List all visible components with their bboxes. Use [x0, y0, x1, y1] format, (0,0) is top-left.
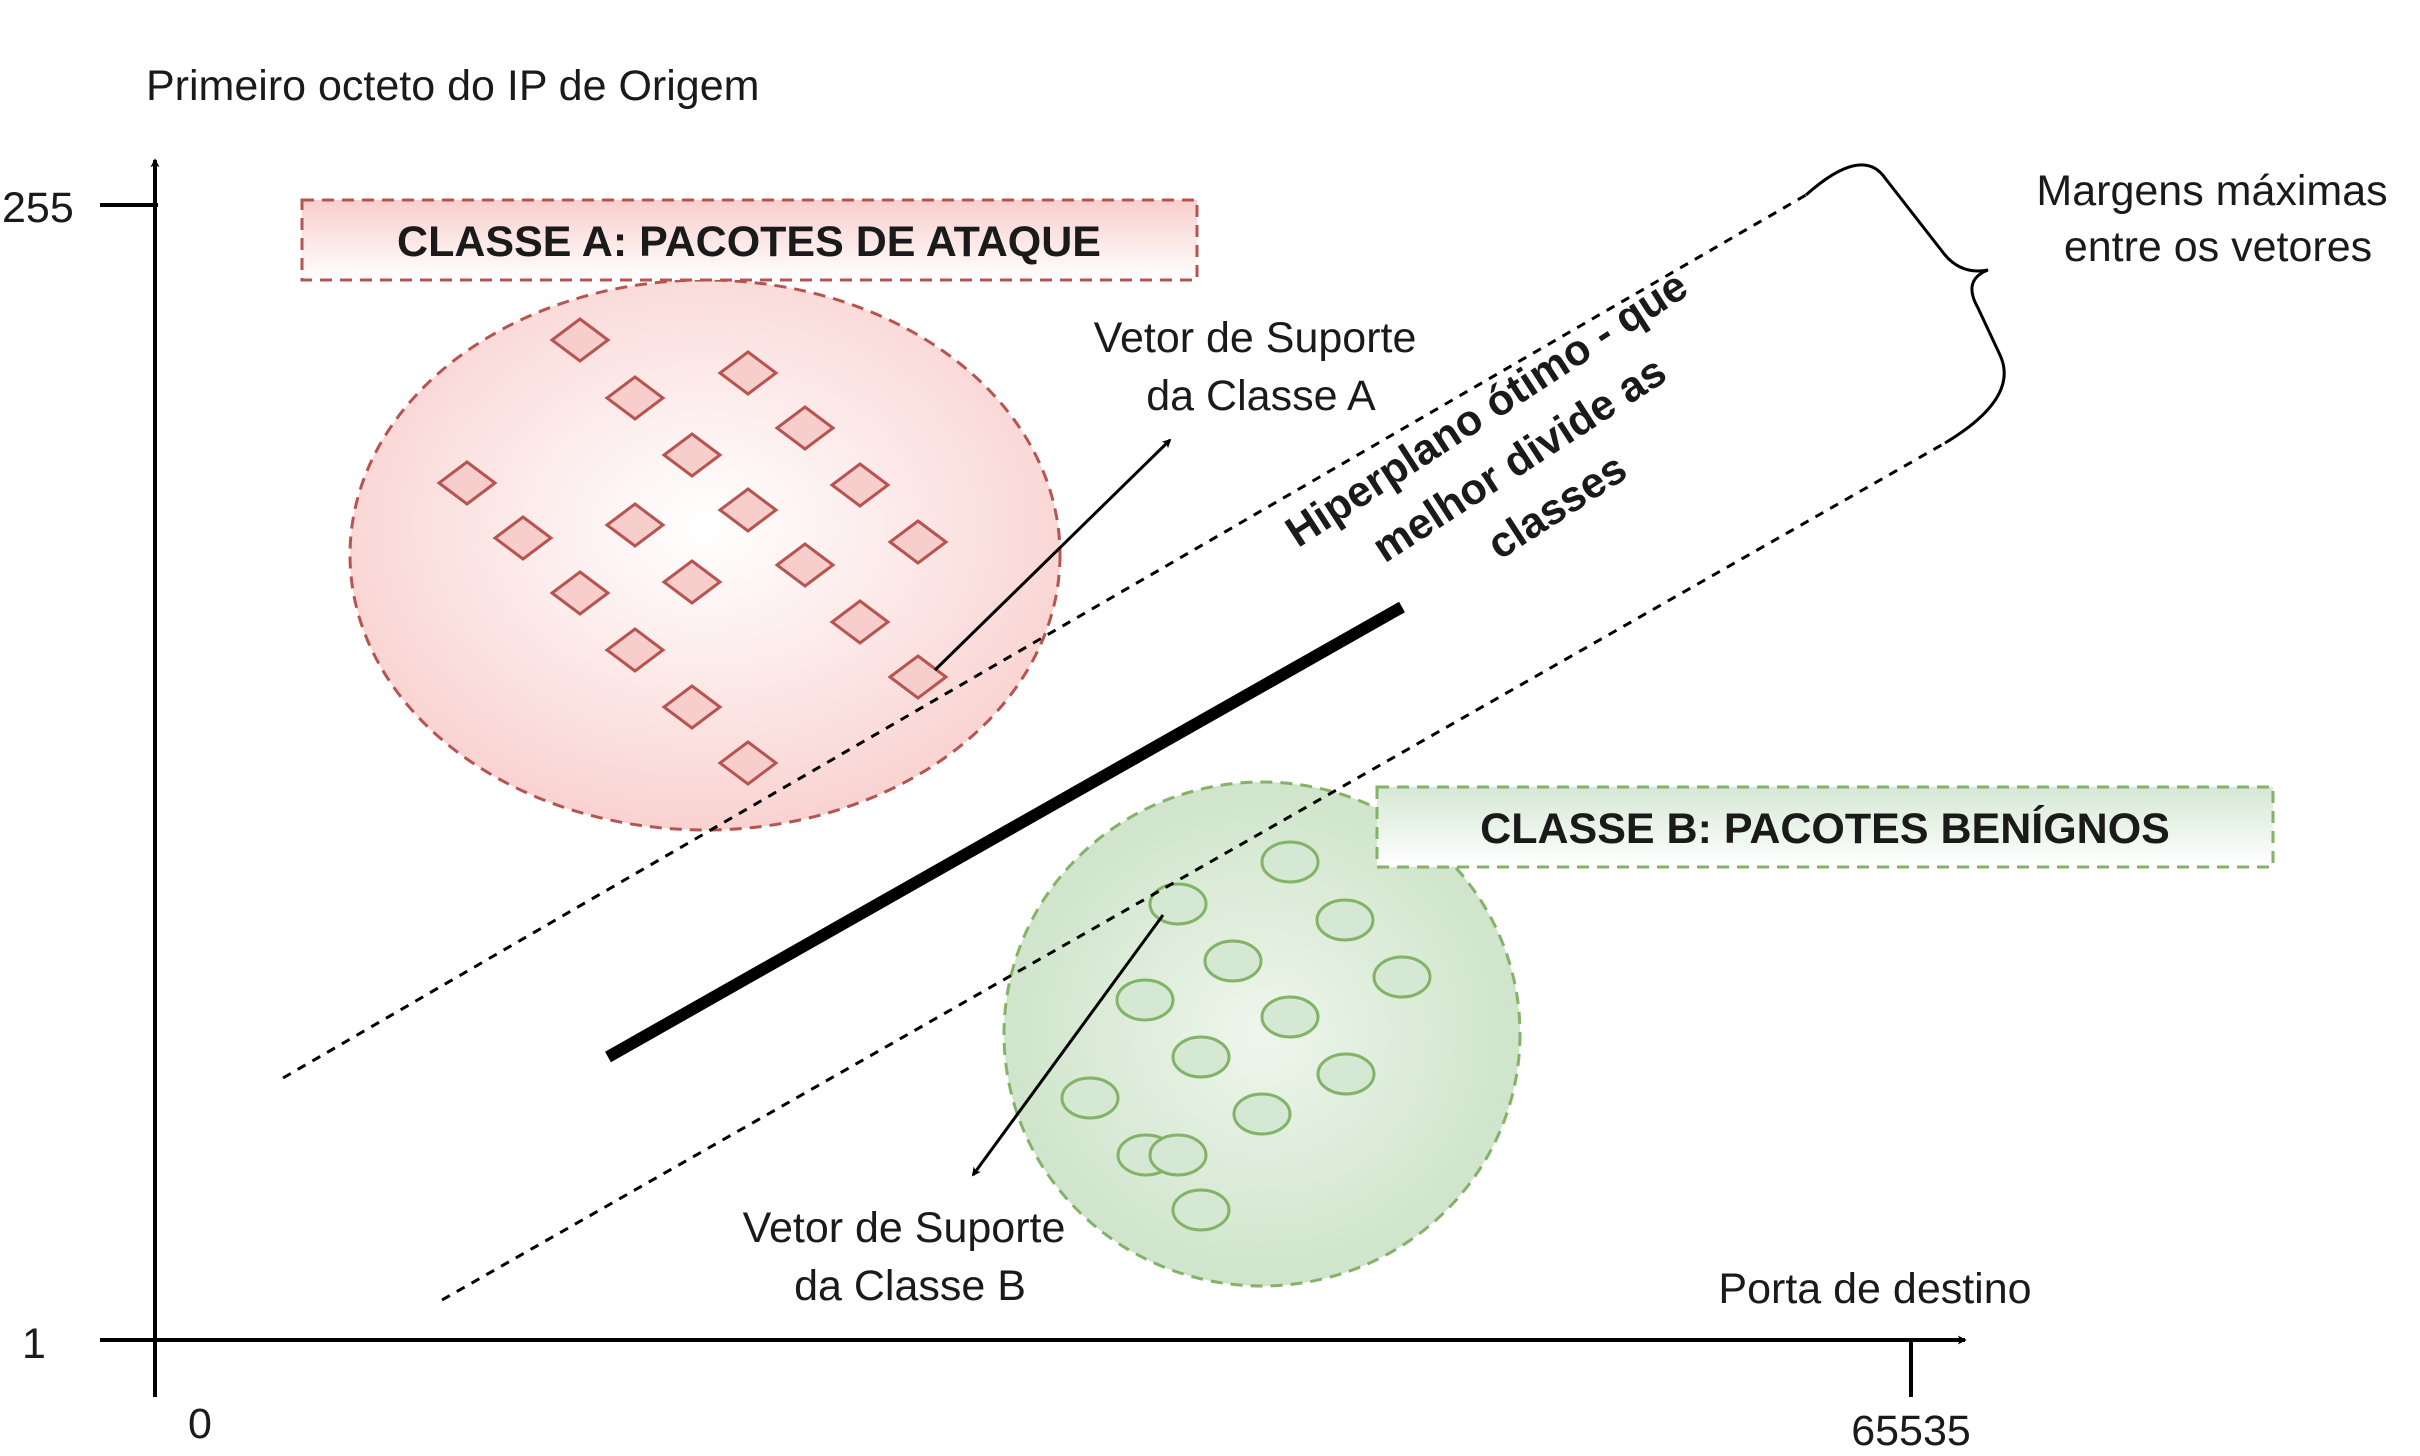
class-b-point: [1115, 978, 1175, 1022]
class-b-point: [1171, 1188, 1231, 1232]
y-axis-title: Primeiro octeto do IP de Origem: [146, 62, 759, 110]
class-a-point: [492, 515, 554, 561]
y-tick-top-label: 255: [2, 184, 74, 232]
class-a-point: [829, 462, 891, 508]
optimal-hyperplane-line: [605, 601, 1405, 1063]
support-vector-a-label: Vetor de Suporte da Classe A: [1094, 314, 1429, 420]
class-b-points: [1060, 840, 1432, 1232]
support-vector-b-label-line1: Vetor de Suporte: [743, 1204, 1066, 1252]
x-axis-title: Porta de destino: [1718, 1265, 2031, 1313]
class-b-point: [1372, 955, 1432, 999]
class-b-point: [1203, 939, 1263, 983]
x-tick-right-label: 65535: [1851, 1407, 1971, 1455]
class-a-point: [549, 570, 611, 616]
margin-brace: [1805, 163, 2006, 445]
class-a-point: [887, 519, 949, 565]
y-tick-bottom-label: 1: [22, 1320, 46, 1368]
class-a-point: [717, 350, 779, 396]
class-b-point: [1315, 898, 1375, 942]
x-tick-left-label: 0: [188, 1400, 212, 1448]
class-a-points: [436, 317, 949, 786]
class-b-point: [1260, 840, 1320, 884]
support-vector-b-label-line2: da Classe B: [794, 1262, 1026, 1310]
margins-label-line2: entre os vetores: [2064, 223, 2372, 271]
class-b-point: [1171, 1035, 1231, 1079]
class-a-point: [661, 432, 723, 478]
upper-margin-line: [282, 193, 1807, 1080]
class-b-point: [1148, 1133, 1208, 1177]
class-a-label-box: [300, 198, 1199, 282]
class-a-point: [717, 740, 779, 786]
class-a-point: [604, 375, 666, 421]
class-a-point: [661, 559, 723, 605]
support-vector-a-label-line2: da Classe A: [1146, 372, 1376, 420]
class-a-point: [549, 317, 611, 363]
class-b-label: CLASSE B: PACOTES BENÍGNOS: [1480, 805, 2170, 853]
class-b-point: [1260, 995, 1320, 1039]
class-a-point: [436, 460, 498, 506]
support-vector-a-arrow: [933, 438, 1172, 672]
margins-label: Margens máximas entre os vetores: [2036, 167, 2399, 271]
class-a-region: [348, 278, 1062, 832]
class-a-label: CLASSE A: PACOTES DE ATAQUE: [397, 218, 1101, 266]
support-vector-b-label: Vetor de Suporte da Classe B: [743, 1204, 1078, 1310]
support-vector-b-arrow: [971, 914, 1165, 1177]
class-a-point: [829, 599, 891, 645]
margins-label-line1: Margens máximas: [2036, 167, 2387, 215]
class-a-point: [661, 684, 723, 730]
class-b-point: [1316, 1052, 1376, 1096]
class-a-point: [774, 542, 836, 588]
class-a-point: [774, 405, 836, 451]
class-a-point: [604, 502, 666, 548]
class-b-point: [1232, 1092, 1292, 1136]
support-vector-a-label-line1: Vetor de Suporte: [1094, 314, 1417, 362]
class-b-point: [1060, 1076, 1120, 1120]
class-a-point: [717, 487, 779, 533]
class-b-label-box: [1375, 785, 2275, 869]
class-b-point: [1148, 882, 1208, 926]
class-a-point: [604, 627, 666, 673]
